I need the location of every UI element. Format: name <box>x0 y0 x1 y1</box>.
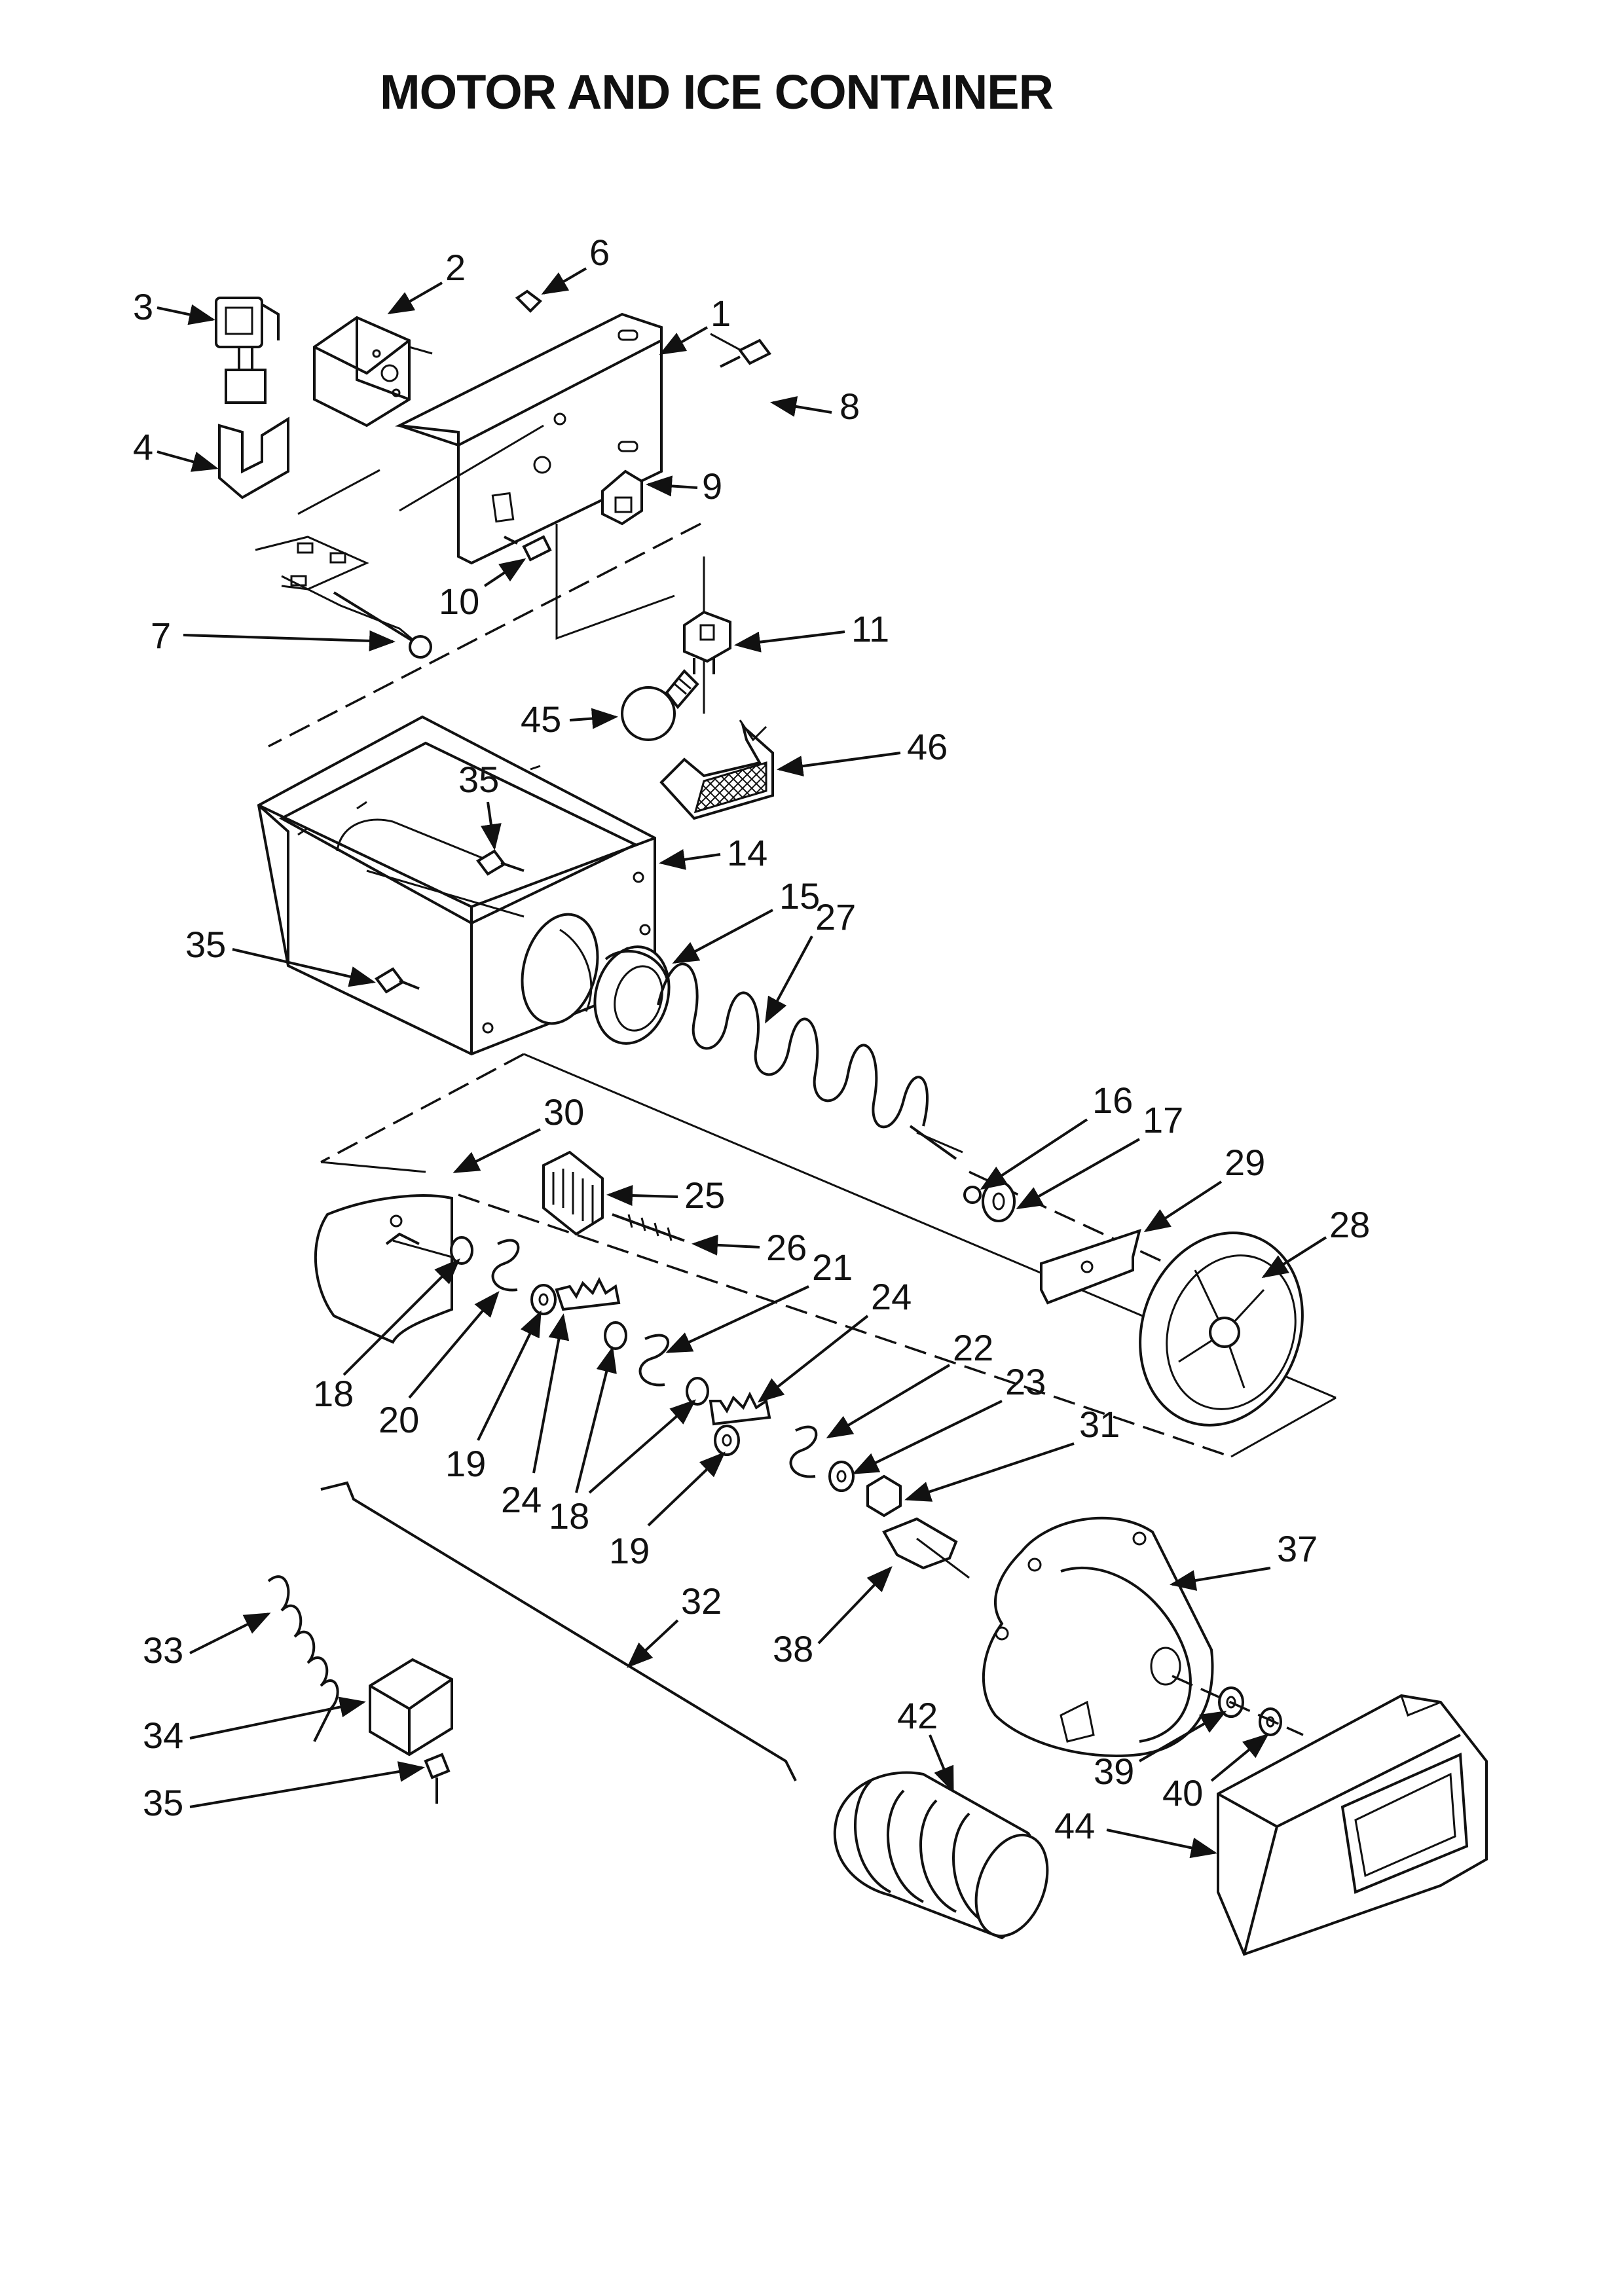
part-motor-clip <box>882 1517 970 1579</box>
callout-28: 28 <box>1329 1204 1370 1245</box>
part-clip <box>515 289 543 313</box>
callout-18a: 18 <box>313 1373 354 1414</box>
part-screw-35-side <box>375 967 420 994</box>
part-shaft <box>612 1213 685 1242</box>
callout-30: 30 <box>544 1091 584 1133</box>
part-screw-35-inner <box>476 849 525 876</box>
part-washer-16 <box>963 1186 982 1204</box>
part-cutter-22 <box>789 1425 818 1478</box>
part-blade-24a <box>555 1277 621 1311</box>
callout-1: 1 <box>710 293 731 334</box>
part-spacer-18c <box>686 1377 709 1406</box>
callout-29: 29 <box>1225 1142 1265 1183</box>
callout-8: 8 <box>840 386 860 427</box>
part-control-housing <box>395 312 663 565</box>
part-washer-40 <box>1259 1707 1282 1736</box>
callout-2: 2 <box>445 247 466 288</box>
part-washer-17 <box>982 1180 1016 1222</box>
part-cutter-21 <box>638 1334 669 1387</box>
callout-18b: 18 <box>549 1495 589 1537</box>
part-rod <box>320 1481 797 1781</box>
part-lamp-socket <box>683 610 731 674</box>
callout-3: 3 <box>133 286 153 327</box>
callout-24a: 24 <box>501 1479 542 1520</box>
part-spacer-18a <box>450 1236 473 1265</box>
callout-24b: 24 <box>871 1276 912 1317</box>
callout-32: 32 <box>681 1580 722 1622</box>
callout-15: 15 <box>779 875 820 917</box>
callout-45: 45 <box>521 699 561 740</box>
callout-31: 31 <box>1079 1404 1120 1445</box>
part-flange <box>593 945 671 1045</box>
part-wire-harness <box>255 536 432 659</box>
part-motor <box>982 1516 1214 1757</box>
diagram-title: MOTOR AND ICE CONTAINER <box>380 65 1054 119</box>
callout-26: 26 <box>766 1227 807 1268</box>
callout-35a: 35 <box>458 759 499 800</box>
part-screw-35-bottom <box>424 1753 451 1804</box>
part-solenoid <box>215 297 280 404</box>
part-light-bulb <box>621 669 699 741</box>
part-lamp-shield <box>659 720 774 820</box>
callout-37: 37 <box>1277 1528 1318 1569</box>
callout-35b: 35 <box>185 924 226 965</box>
part-blade-holder <box>542 1150 604 1236</box>
callout-38: 38 <box>773 1628 813 1669</box>
callout-7: 7 <box>151 615 171 656</box>
part-cutter-20 <box>491 1239 520 1292</box>
callout-19a: 19 <box>445 1443 486 1484</box>
part-blade-24b <box>709 1391 771 1426</box>
part-fan-wheel <box>1139 1231 1304 1427</box>
callout-4: 4 <box>133 426 153 467</box>
part-bellows-duct <box>833 1771 1049 1940</box>
part-nut-31 <box>866 1474 902 1518</box>
callout-9: 9 <box>702 465 722 507</box>
callout-35c: 35 <box>143 1782 183 1823</box>
part-auger-spring <box>657 962 963 1160</box>
part-plate <box>1040 1228 1141 1305</box>
part-spring <box>267 1575 339 1742</box>
part-crusher-cover <box>314 1194 453 1344</box>
part-screw-10 <box>504 535 552 562</box>
callout-11: 11 <box>851 608 889 649</box>
callout-19b: 19 <box>609 1530 650 1571</box>
callout-14: 14 <box>727 832 767 873</box>
part-washer-19a <box>530 1284 557 1315</box>
part-washer-23 <box>828 1461 855 1492</box>
callout-16: 16 <box>1092 1080 1133 1121</box>
callout-6: 6 <box>589 232 610 273</box>
callout-42: 42 <box>897 1695 938 1736</box>
callout-34: 34 <box>143 1715 183 1756</box>
callout-20: 20 <box>378 1399 419 1440</box>
part-bracket-9 <box>601 469 643 526</box>
part-plate-hole <box>1080 1260 1094 1273</box>
part-timer-motor <box>313 316 411 428</box>
callout-22: 22 <box>953 1327 993 1368</box>
part-spring-bracket <box>369 1658 453 1757</box>
part-washer-19b <box>714 1425 740 1456</box>
part-spacer-18b <box>604 1321 627 1350</box>
callout-44: 44 <box>1054 1805 1095 1846</box>
part-screw-8 <box>720 338 772 368</box>
callout-40: 40 <box>1162 1772 1203 1813</box>
part-solenoid-bracket <box>218 416 289 500</box>
callout-23: 23 <box>1005 1361 1046 1402</box>
callout-39: 39 <box>1094 1751 1134 1792</box>
callout-10: 10 <box>439 581 479 622</box>
callout-25: 25 <box>684 1175 725 1216</box>
callout-46: 46 <box>907 726 948 767</box>
callout-27: 27 <box>815 896 856 938</box>
callout-17: 17 <box>1143 1099 1183 1140</box>
part-shaft-thread <box>627 1214 673 1241</box>
callout-33: 33 <box>143 1630 183 1671</box>
part-motor-cover <box>1217 1694 1488 1956</box>
callout-21: 21 <box>812 1247 853 1288</box>
